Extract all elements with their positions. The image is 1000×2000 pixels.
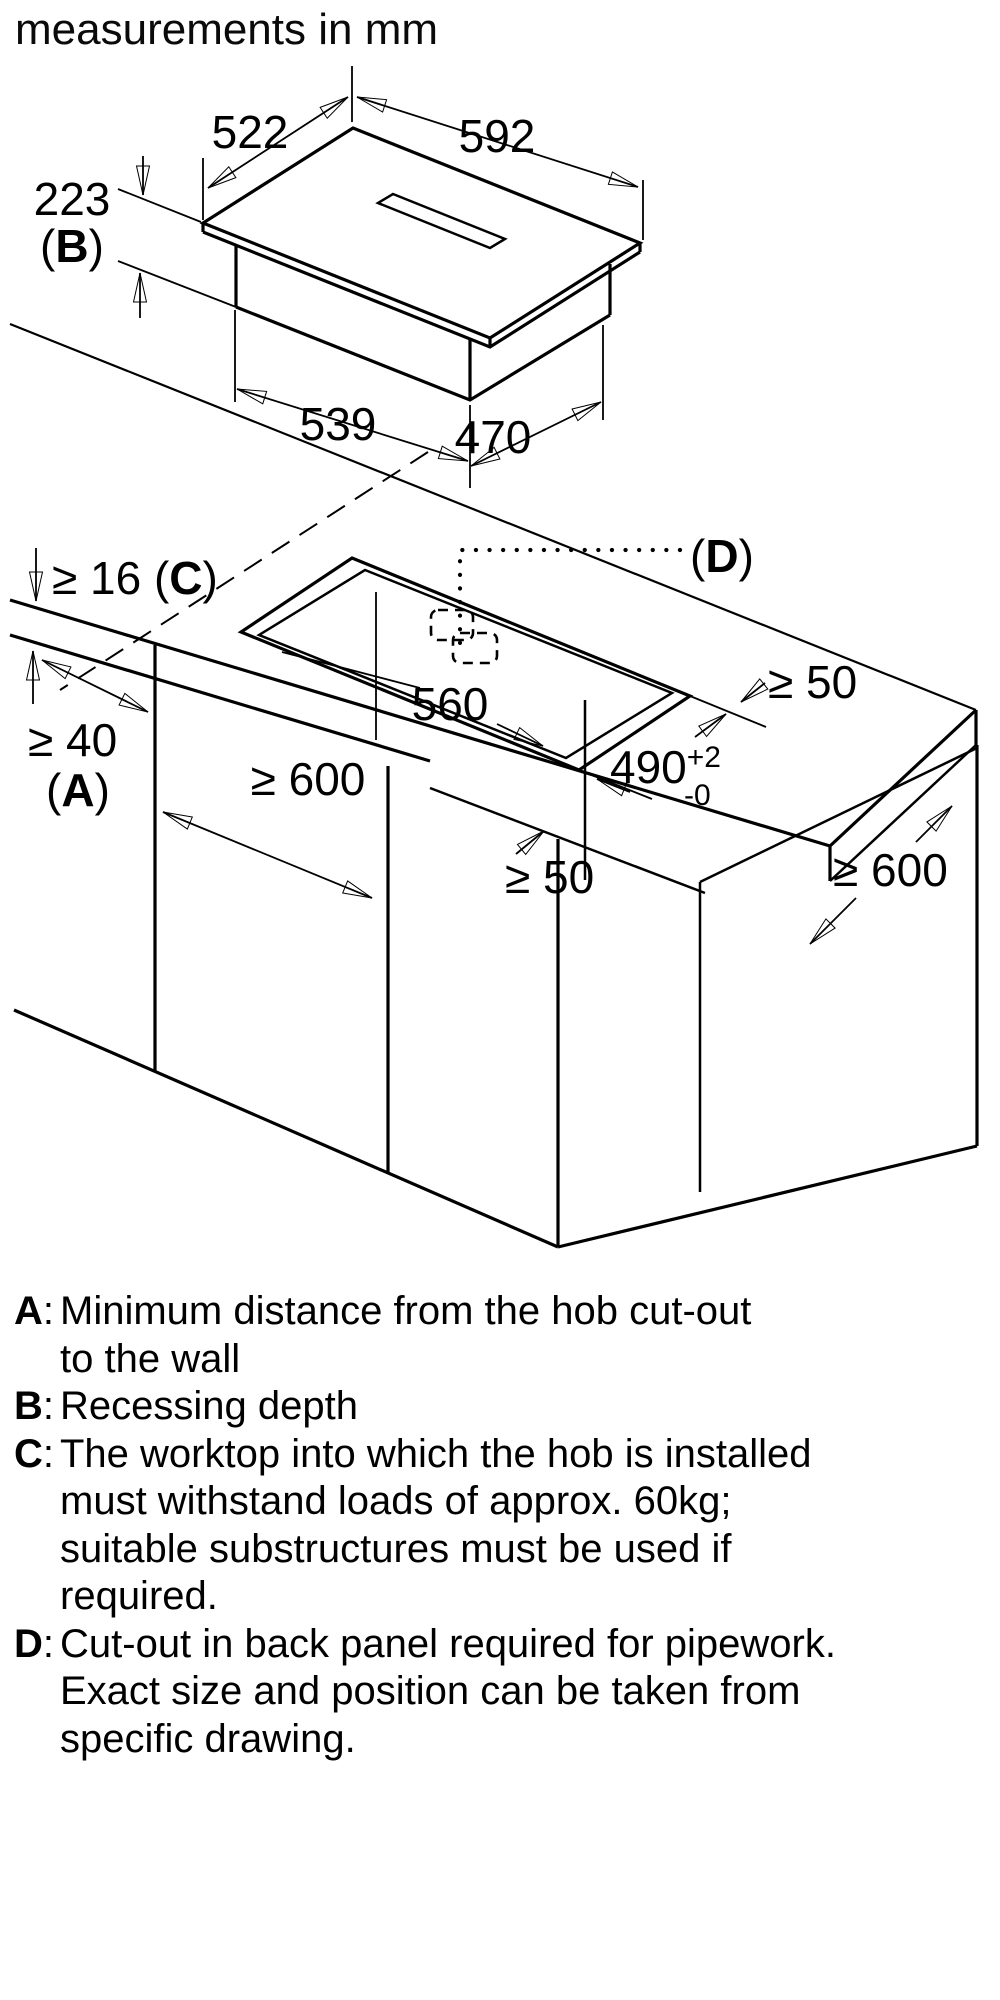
legend-entry-b: B: Recessing depth	[14, 1383, 989, 1431]
installation-view: (D) ≥ 16 (C) ≥ 40 (A) 560	[9, 322, 979, 1249]
hob-isometric-view: 522 592 223 (B) 539	[34, 66, 644, 488]
dim-40-label: ≥ 40	[28, 714, 117, 766]
legend: A: Minimum distance from the hob cut-out…	[14, 1288, 989, 1763]
dim-600-depth-label: ≥ 600	[833, 844, 948, 896]
hob-vent-slot	[375, 192, 508, 250]
legend-text-line: specific drawing.	[60, 1716, 356, 1761]
legend-text-line: The worktop into which the hob is instal…	[60, 1431, 812, 1476]
dim-50-back-label: ≥ 50	[768, 656, 857, 708]
dim-560-label: 560	[412, 678, 489, 730]
legend-letter-d: D	[14, 1621, 43, 1666]
dim-539-label: 539	[300, 398, 377, 450]
dim-223-recessing-depth: 223 (B)	[34, 156, 237, 318]
dim-592: 592	[356, 96, 644, 240]
page-title: measurements in mm	[15, 5, 439, 54]
dim-539: 539	[234, 310, 471, 488]
dim-40-wall-distance: ≥ 40 (A)	[28, 659, 149, 816]
legend-text-line: Recessing depth	[60, 1384, 358, 1428]
dim-522-label: 522	[212, 106, 289, 158]
technical-drawing: 522 592 223 (B) 539	[9, 66, 979, 1249]
dim-592-label: 592	[459, 110, 536, 162]
dim-560-cutout-width: 560	[281, 592, 544, 747]
dim-50-back-clearance: ≥ 50	[740, 656, 857, 708]
dim-490-cutout-depth: 490+2-0	[578, 695, 767, 812]
hob-body-outline	[199, 126, 644, 402]
dim-50-front-label: ≥ 50	[505, 851, 594, 903]
wall-edge-line	[9, 322, 977, 712]
wall-dashed-line	[59, 451, 429, 691]
dim-490-label: 490+2-0	[610, 741, 721, 812]
pipework-label: (D)	[690, 530, 754, 582]
legend-entry-d: D: Cut-out in back panel required for pi…	[14, 1621, 989, 1764]
legend-text-line: Cut-out in back panel required for pipew…	[60, 1621, 836, 1666]
legend-letter-b: B	[14, 1384, 43, 1428]
dim-600-width-label: ≥ 600	[251, 753, 366, 805]
dim-223-label: 223	[34, 173, 111, 225]
dim-16-worktop-thickness: ≥ 16 (C)	[25, 548, 218, 704]
dim-16-label: ≥ 16 (C)	[52, 552, 218, 604]
legend-letter-a: A	[14, 1289, 43, 1333]
legend-text-line: must withstand loads of approx. 60kg;	[60, 1479, 732, 1523]
worktop-outline	[9, 598, 978, 882]
dim-470-label: 470	[455, 411, 532, 463]
legend-text-line: Minimum distance from the hob cut-out	[60, 1289, 752, 1333]
legend-entry-c: C: The worktop into which the hob is ins…	[14, 1431, 989, 1621]
legend-entry-a: A: Minimum distance from the hob cut-out…	[14, 1288, 989, 1383]
legend-text-line: to the wall	[60, 1336, 241, 1381]
legend-letter-c: C	[14, 1431, 43, 1476]
legend-text-line: required.	[60, 1574, 218, 1618]
legend-text-line: Exact size and position can be taken fro…	[60, 1669, 801, 1713]
dim-600-cabinet-width: ≥ 600	[162, 753, 373, 899]
cabinet-outline	[13, 645, 979, 1249]
pipework-cutout-marker: (D)	[429, 530, 754, 665]
dim-522: 522	[202, 66, 353, 220]
dim-50-front-clearance: ≥ 50	[505, 830, 594, 903]
dim-600-cabinet-depth: ≥ 600	[809, 805, 953, 945]
dim-470: 470	[455, 325, 604, 467]
dim-40-letter-label: (A)	[46, 764, 110, 816]
legend-text-line: suitable substructures must be used if	[60, 1526, 732, 1571]
dim-223-letter-label: (B)	[40, 220, 104, 272]
